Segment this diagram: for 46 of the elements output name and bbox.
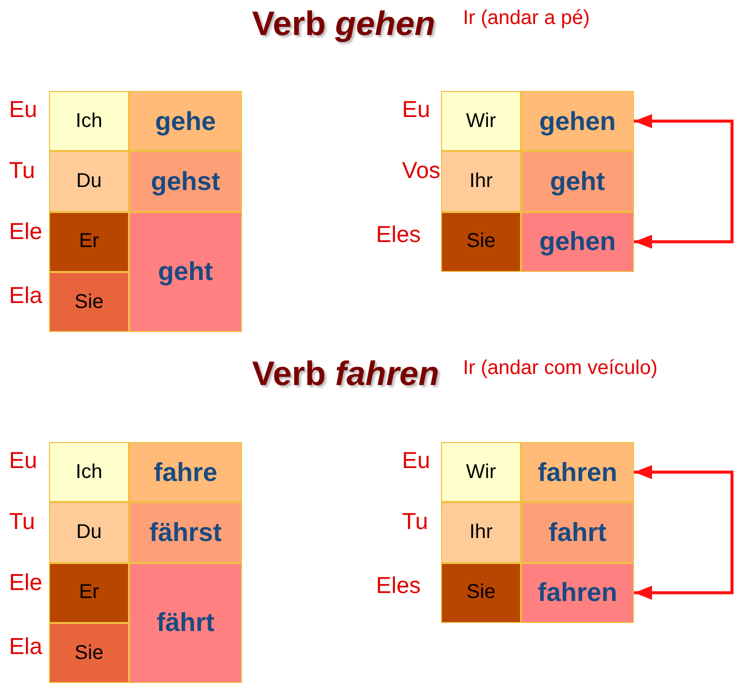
pronoun-cell: Er (49, 562, 129, 623)
verb-form-cell: fahren (521, 562, 634, 623)
pronoun-cell: Sie (441, 212, 521, 272)
verb-form-cell: gehen (521, 91, 634, 152)
pronoun-translation: Eu (9, 96, 38, 123)
pronoun-translation: Eles (376, 221, 421, 248)
pronoun-cell: Du (49, 151, 129, 212)
verb-form-cell: fährst (129, 502, 242, 563)
pronoun-translation: Eu (9, 447, 38, 474)
verb-form-cell: geht (521, 151, 634, 212)
heading: Verb gehen (252, 5, 436, 44)
pronoun-translation: Tu (9, 508, 35, 535)
verb-form-cell: fährt (129, 562, 242, 684)
pronoun-cell: Ich (49, 91, 129, 152)
subtitle-note: Ir (andar com veículo) (463, 357, 658, 380)
verb-form-cell: gehe (129, 91, 242, 152)
double-arrow (634, 465, 734, 600)
verb-form-cell: gehen (521, 212, 634, 272)
pronoun-cell: Er (49, 212, 129, 272)
verb-form-cell: fahre (129, 442, 242, 502)
pronoun-cell: Sie (441, 562, 521, 623)
heading: Verb fahren (252, 355, 440, 394)
pronoun-cell: Sie (49, 272, 129, 332)
pronoun-translation: Eles (376, 572, 421, 599)
pronoun-cell: Ich (49, 442, 129, 502)
pronoun-cell: Du (49, 502, 129, 563)
verb-form-cell: geht (129, 212, 242, 332)
pronoun-translation: Ela (9, 282, 42, 309)
pronoun-translation: Ela (9, 633, 42, 660)
pronoun-translation: Eu (402, 96, 430, 123)
pronoun-cell: Sie (49, 622, 129, 684)
pronoun-translation: Ele (9, 218, 42, 245)
verb-form-cell: fahren (521, 442, 634, 502)
pronoun-translation: Eu (402, 447, 430, 474)
verb-form-cell: fahrt (521, 502, 634, 563)
pronoun-translation: Tu (9, 157, 35, 184)
verb-form-cell: gehst (129, 151, 242, 212)
pronoun-translation: Vos (402, 157, 440, 184)
pronoun-cell: Ihr (441, 151, 521, 212)
pronoun-translation: Ele (9, 569, 42, 596)
pronoun-translation: Tu (402, 508, 428, 535)
pronoun-cell: Ihr (441, 502, 521, 563)
subtitle-note: Ir (andar a pé) (463, 7, 590, 30)
pronoun-cell: Wir (441, 91, 521, 152)
pronoun-cell: Wir (441, 442, 521, 502)
double-arrow (634, 114, 734, 249)
